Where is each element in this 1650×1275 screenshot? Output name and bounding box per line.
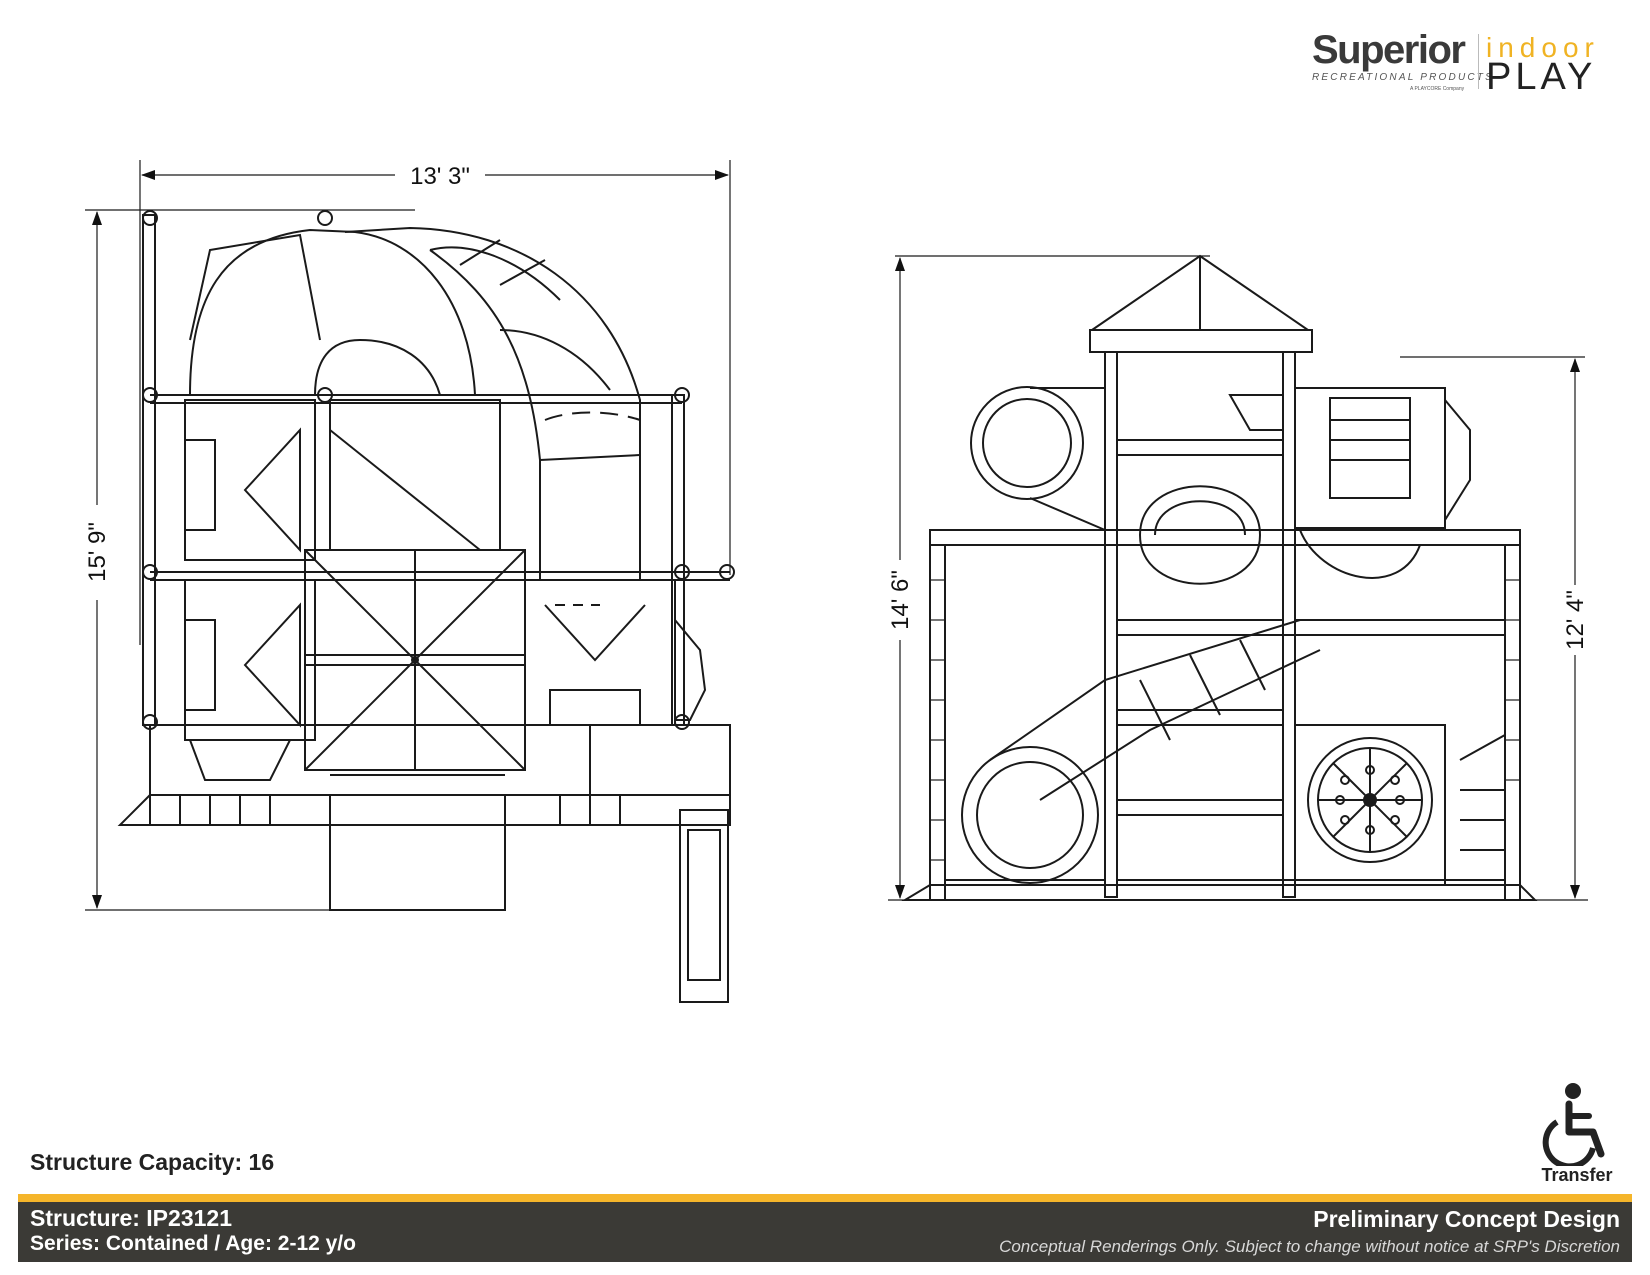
brand-divider — [1478, 34, 1479, 89]
elevation-roof — [1088, 254, 1313, 353]
plan-depth-label: 15' 9" — [84, 522, 111, 582]
accessibility-badge: Transfer — [1535, 1082, 1619, 1185]
series-age: Series: Contained / Age: 2-12 y/o — [30, 1232, 356, 1255]
plan-entry-step — [679, 809, 729, 1003]
elevation-upper-right-tube — [1294, 387, 1471, 579]
footer-band: Structure: IP23121 Series: Contained / A… — [18, 1202, 1632, 1262]
plan-center-decks — [304, 399, 526, 771]
disclaimer-text: Conceptual Renderings Only. Subject to c… — [999, 1237, 1620, 1256]
elevation-view: 14' 6" 12' 4" — [887, 254, 1589, 901]
design-status-title: Preliminary Concept Design — [1313, 1206, 1620, 1232]
plan-right-modules — [524, 579, 707, 726]
structure-capacity: Structure Capacity: 16 — [30, 1149, 275, 1175]
elevation-height-dimension: 14' 6" — [887, 255, 1210, 901]
brand-superior-wordmark: Superior — [1312, 28, 1466, 72]
elevation-upper-left-tube — [970, 386, 1106, 532]
accessibility-label: Transfer — [1541, 1165, 1613, 1185]
brand-recreational-products: RECREATIONAL PRODUCTS — [1312, 72, 1494, 83]
plan-width-dimension: 13' 3" — [139, 160, 731, 645]
plan-left-modules — [184, 399, 316, 781]
brand-logo: Superior RECREATIONAL PRODUCTS A PLAYCOR… — [1300, 28, 1630, 98]
elevation-left-wall — [930, 579, 1520, 861]
wheelchair-icon — [1542, 1083, 1605, 1170]
plan-perimeter-frame — [142, 210, 735, 730]
elevation-diagonal-tube-slide — [989, 619, 1321, 801]
elevation-deck-height-label: 12' 4" — [1562, 590, 1589, 650]
brand-indoor-wordmark: indoor — [1486, 32, 1600, 63]
plan-depth-dimension: 15' 9" — [84, 209, 415, 911]
footer-accent-bar — [18, 1194, 1632, 1202]
plan-base-panels — [117, 724, 731, 911]
elevation-total-height-label: 14' 6" — [887, 570, 914, 630]
brand-playcore-note: A PLAYCORE Company — [1410, 86, 1465, 92]
brand-play-wordmark: PLAY — [1486, 56, 1597, 98]
elevation-right-steps — [1459, 733, 1506, 901]
elevation-center-upper-window — [1138, 394, 1284, 585]
plan-view: 13' 3" 15' 9" — [84, 160, 735, 1003]
plan-tube-slide — [189, 226, 641, 581]
structure-id: Structure: IP23121 — [30, 1205, 232, 1231]
elevation-deck-dimension: 12' 4" — [1400, 356, 1589, 901]
elevation-lower-left-tube — [961, 746, 1099, 884]
plan-width-label: 13' 3" — [410, 163, 470, 190]
elevation-spinner-panel — [1294, 724, 1446, 886]
elevation-frame — [901, 351, 1538, 901]
